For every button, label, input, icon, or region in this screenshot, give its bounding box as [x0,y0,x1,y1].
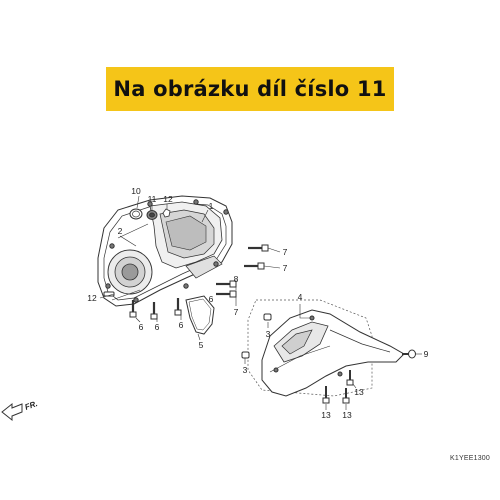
callout-10: 10 [131,186,141,196]
bolts-13 [322,370,354,404]
callout-11: 11 [148,194,157,204]
callout-5: 5 [199,340,204,350]
callout-6-b: 6 [155,322,160,332]
callout-6-c: 6 [179,320,184,330]
callout-12-top: 12 [163,194,173,204]
screw-9 [402,349,416,359]
callout-4: 4 [298,292,303,302]
callout-8: 8 [234,274,239,284]
banner-text: Na obrázku díl číslo 11 [113,77,387,101]
callout-numbers: 10 11 12 1 2 7 7 8 7 12 6 6 6 6 5 4 3 3 … [87,186,428,420]
callout-7-a: 7 [283,247,288,257]
oil-seal-and-washer [129,208,171,220]
callout-13-c: 13 [354,387,364,397]
front-direction-arrow: FR. [1,399,39,422]
callout-2: 2 [118,226,123,236]
callout-3-b: 3 [243,365,248,375]
callout-12-left: 12 [87,293,97,303]
callout-3-a: 3 [266,329,271,339]
leader-lines [99,195,422,410]
bolts-6 [129,298,182,320]
callout-6-d: 6 [209,294,214,304]
callout-1: 1 [209,201,214,211]
callout-6-a: 6 [139,322,144,332]
callout-7-b: 7 [283,263,288,273]
diagram-code: K1YEE1300 [450,455,490,462]
part-number-banner: Na obrázku díl číslo 11 [106,67,394,111]
fan-cover-4 [261,309,405,397]
direction-label: FR. [24,399,39,412]
callout-9: 9 [424,349,429,359]
callout-13-b: 13 [342,410,352,420]
grommets-3 [241,313,272,359]
callout-7-c: 7 [234,307,239,317]
gasket-5 [185,295,215,335]
dashed-outline-box [247,299,373,397]
callout-13-a: 13 [321,410,331,420]
